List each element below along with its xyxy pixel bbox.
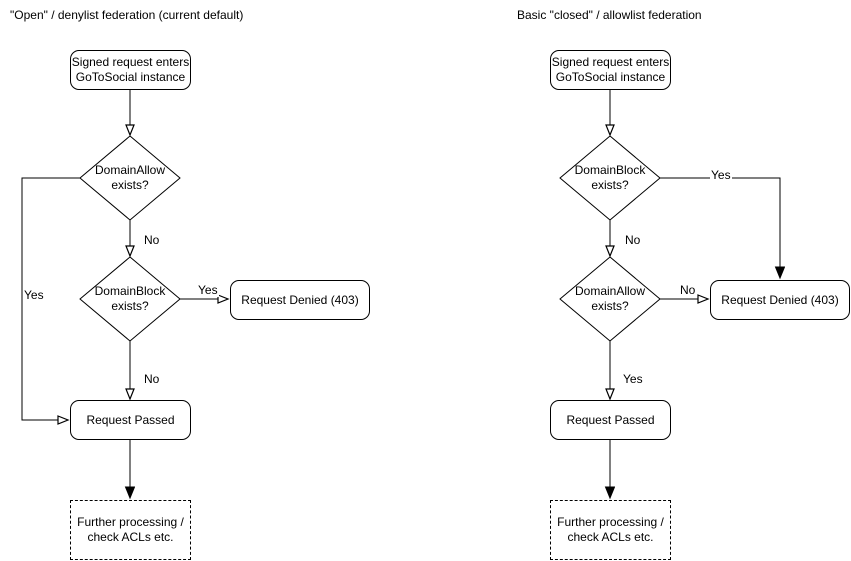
decision-diamond-domainblock-right [559,135,661,221]
edge-label-yes-denied-left: Yes [197,283,219,297]
decision-diamond-domainallow-left [79,135,181,221]
diagram-title-right: Basic "closed" / allowlist federation [517,8,702,22]
edge-decision1-yes-to-passed-left [21,177,80,425]
edge-decision1-yes-to-denied-right [660,177,780,278]
edge-label-no-decision1-right: No [624,233,642,247]
start-node-left: Signed request enters GoToSocial instanc… [70,50,191,90]
denied-node-left: Request Denied (403) [230,280,370,320]
decision-diamond-domainblock-left [79,256,181,342]
edge-label-no-passed-left: No [143,372,161,386]
diagram-title-left: "Open" / denylist federation (current de… [10,8,244,22]
further-processing-node-left: Further processing / check ACLs etc. [70,500,191,560]
edge-label-no-decision1-left: No [143,233,161,247]
decision-diamond-domainallow-right [559,256,661,342]
edge-label-yes-branch-right: Yes [710,168,732,182]
edge-label-yes-passed-right: Yes [622,372,644,386]
further-processing-node-right: Further processing / check ACLs etc. [550,500,671,560]
edge-label-yes-branch-left: Yes [23,288,45,302]
denied-node-right: Request Denied (403) [710,280,850,320]
edge-label-no-denied-right: No [679,283,697,297]
passed-node-right: Request Passed [550,400,671,440]
passed-node-left: Request Passed [70,400,191,440]
start-node-right: Signed request enters GoToSocial instanc… [550,50,671,90]
